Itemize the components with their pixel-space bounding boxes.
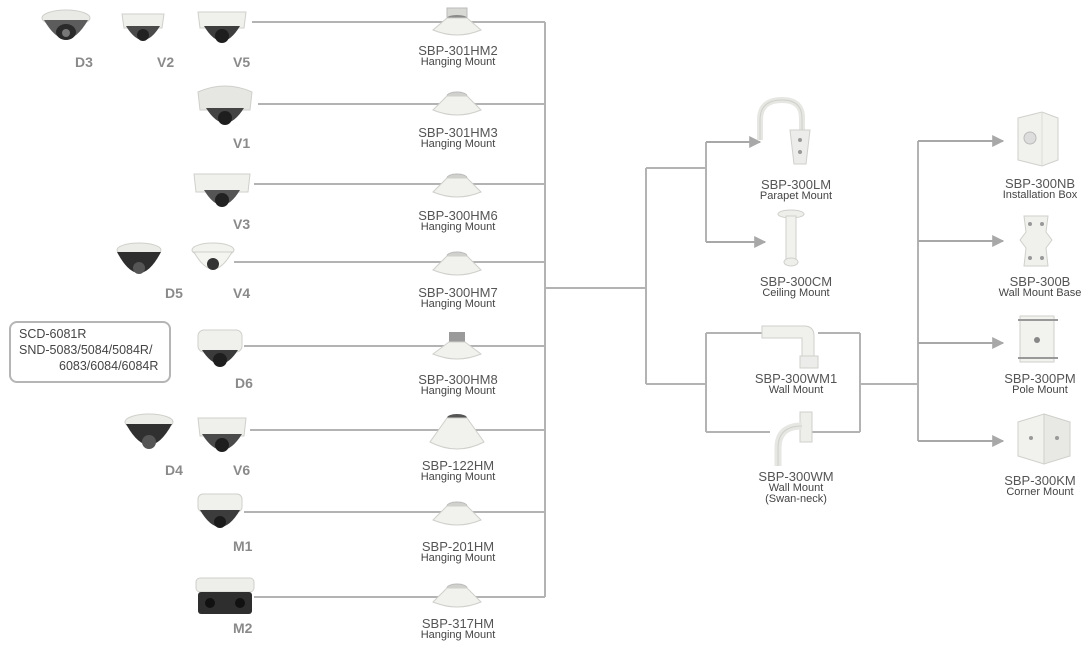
hanging-mount-image [432,251,482,276]
mount-desc: Pole Mount [1012,384,1068,396]
mount-code: SBP-201HM [421,539,495,554]
mount-code: SBP-300KM [1004,473,1076,488]
model-line-1: SCD-6081R [19,327,87,341]
wall-mount-base-label: SBP-300B Wall Mount Base [960,275,1087,299]
mount-code: SBP-300LM [760,177,832,192]
camera-d3-image [41,9,91,40]
pole-mount-image [1018,315,1058,363]
parapet-mount-image [757,96,811,165]
mount-code: SBP-122HM [421,458,495,473]
hanging-mount-label: SBP-301HM2 Hanging Mount [378,44,538,68]
camera-v6-image [197,417,247,452]
mount-desc: Hanging Mount [420,385,496,397]
camera-label-v5: V5 [233,54,251,70]
model-line-3: 6083/6084/6084R [59,359,159,373]
camera-label-m1: M1 [233,538,253,554]
mount-desc: Hanging Mount [420,629,496,641]
mount-desc: Hanging Mount [420,471,496,483]
corner-mount-label: SBP-300KM Corner Mount [960,474,1087,498]
mount-desc: Hanging Mount [420,298,496,310]
swan-neck-mount-label: SBP-300WM Wall Mount (Swan-neck) [716,470,876,505]
hanging-mount-image [432,583,482,608]
corner-mount-image [1017,413,1071,465]
mount-desc: Hanging Mount [420,221,496,233]
pole-mount-label: SBP-300PM Pole Mount [960,372,1087,396]
hanging-mount-label: SBP-300HM6 Hanging Mount [378,209,538,233]
mount-desc: Wall Mount Base [998,287,1082,299]
mount-code: SBP-300PM [1004,371,1076,386]
camera-label-d6: D6 [235,375,253,391]
mount-desc: Hanging Mount [420,138,496,150]
camera-m2-image [195,577,255,614]
camera-d5-image [116,242,162,274]
ceiling-mount-label: SBP-300CM Ceiling Mount [716,275,876,299]
mount-desc: Ceiling Mount [762,287,830,299]
mount-code: SBP-300NB [1004,176,1076,191]
camera-label-d3: D3 [75,54,93,70]
hanging-mount-label: SBP-301HM3 Hanging Mount [378,126,538,150]
camera-label-v4: V4 [233,285,251,301]
mount-desc: Hanging Mount [420,552,496,564]
wall-mount-image [761,325,819,369]
mount-code: SBP-300HM6 [418,208,498,223]
camera-label-d5: D5 [165,285,183,301]
camera-v3-image [193,173,251,207]
mount-desc-2: (Swan-neck) [765,493,827,505]
hanging-mount-image [432,91,482,116]
hanging-mount-label: SBP-300HM7 Hanging Mount [378,286,538,310]
mount-desc: Installation Box [1002,189,1078,201]
model-line-2: SND-5083/5084/5084R/ [19,343,153,357]
model-list-box: SCD-6081R SND-5083/5084/5084R/ 6083/6084… [9,321,171,383]
camera-v5-image [197,11,247,43]
mount-code: SBP-300B [1009,274,1071,289]
camera-label-m2: M2 [233,620,253,636]
hanging-mount-label: SBP-300HM8 Hanging Mount [378,373,538,397]
mount-desc: Wall Mount [768,384,824,396]
installation-box-image [1017,111,1059,167]
camera-v1-image [197,85,253,125]
wall-mount-base-image [1019,215,1053,267]
mount-desc: Corner Mount [1006,486,1074,498]
camera-label-v6: V6 [233,462,251,478]
hanging-mount-label: SBP-201HM Hanging Mount [378,540,538,564]
camera-label-v2: V2 [157,54,175,70]
hanging-mount-label: SBP-317HM Hanging Mount [378,617,538,641]
mount-code: SBP-300WM [758,469,834,484]
mount-desc: Wall Mount [768,482,824,494]
hanging-mount-image [432,173,482,198]
mount-desc: Hanging Mount [420,56,496,68]
mount-code: SBP-300HM7 [418,285,498,300]
installation-box-label: SBP-300NB Installation Box [960,177,1087,201]
mount-code: SBP-301HM3 [418,125,498,140]
mount-code: SBP-317HM [421,616,495,631]
hanging-mount-image [431,332,483,360]
camera-d4-image [124,413,174,449]
camera-label-d4: D4 [165,462,183,478]
camera-m1-image [197,493,243,528]
parapet-mount-label: SBP-300LM Parapet Mount [716,178,876,202]
swan-neck-mount-image [774,411,813,466]
mount-code: SBP-301HM2 [418,43,498,58]
ceiling-mount-image [777,209,805,267]
hanging-mount-label: SBP-122HM Hanging Mount [378,459,538,483]
mount-code: SBP-300WM1 [754,371,838,386]
wall-mount-label: SBP-300WM1 Wall Mount [716,372,876,396]
hanging-mount-image [429,414,485,450]
camera-label-v3: V3 [233,216,251,232]
camera-v2-image [121,13,165,41]
mount-desc: Parapet Mount [759,190,833,202]
camera-label-v1: V1 [233,135,251,151]
hanging-mount-image [432,501,482,526]
mount-code: SBP-300HM8 [418,372,498,387]
camera-v4-image [191,242,235,270]
camera-d6-image [197,329,243,367]
mount-code: SBP-300CM [759,274,833,289]
hanging-mount-image [432,7,482,36]
